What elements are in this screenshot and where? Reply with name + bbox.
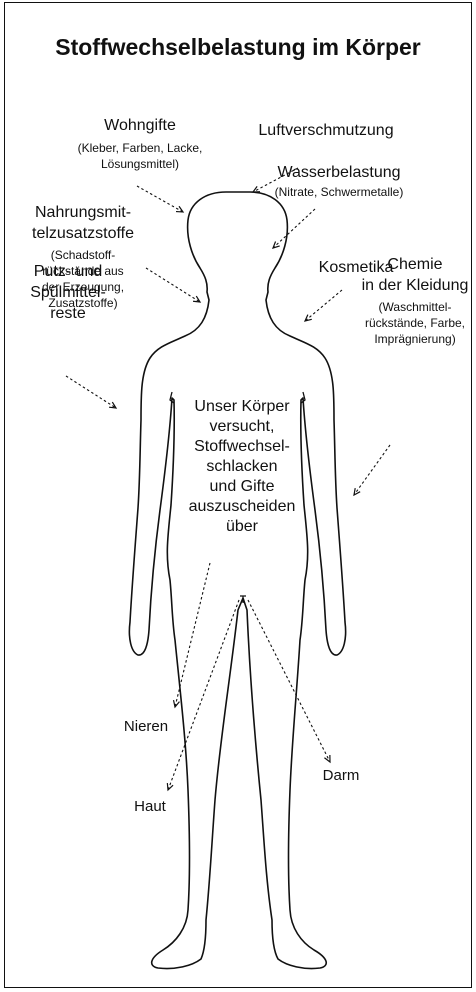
center-text-line: schlacken <box>206 458 277 475</box>
arrow-nahrung <box>146 268 200 302</box>
human-body-outline <box>129 192 345 969</box>
chemie-detail-line: Imprägnierung) <box>374 332 455 346</box>
center-text-line: über <box>226 518 259 535</box>
center-text-line: Unser Körper <box>194 398 290 415</box>
arrow-chemie <box>354 445 390 495</box>
wohngifte-detail-line: Lösungsmittel) <box>101 157 179 171</box>
arrowhead-icon <box>253 186 260 192</box>
arrow-putz <box>66 376 116 408</box>
arrowhead-icon <box>109 402 116 408</box>
center-text-line: versucht, <box>210 418 275 435</box>
nahrung-detail-line: (Schadstoff- <box>51 248 115 262</box>
nahrung-heading-line: Nahrungsmit- <box>35 204 131 221</box>
luft-heading-line: Luftverschmutzung <box>258 122 393 139</box>
center-text-line: auszuscheiden <box>189 498 296 515</box>
label-group: Wohngifte (Kleber, Farben, Lacke, Lösungsm… <box>30 117 468 815</box>
kosmetik-heading-line: Kosmetika <box>319 259 394 276</box>
arrow-wohngifte <box>137 186 183 212</box>
wohngifte-heading-line: Wohngifte <box>104 117 176 134</box>
chemie-heading-line: in der Kleidung <box>362 277 469 294</box>
organ-label-nieren: Nieren <box>124 718 168 735</box>
wohngifte-detail-line: (Kleber, Farben, Lacke, <box>78 141 203 155</box>
chemie-detail-line: rückstände, Farbe, <box>365 316 465 330</box>
wasser-detail-line: (Nitrate, Schwermetalle) <box>275 185 404 199</box>
center-text-line: Stoffwechsel- <box>194 438 290 455</box>
arrowhead-icon <box>193 296 200 302</box>
putz-heading-line: reste <box>50 305 86 322</box>
nahrung-heading-line: telzusatzstoffe <box>32 225 134 242</box>
organ-label-haut: Haut <box>134 798 167 815</box>
arrow-wasser <box>273 209 315 248</box>
chemie-heading-line: Chemie <box>387 256 442 273</box>
chemie-detail-line: (Waschmittel- <box>379 300 452 314</box>
organ-label-darm: Darm <box>323 767 360 784</box>
arrow-darm <box>248 600 330 762</box>
wasser-heading-line: Wasserbelastung <box>277 164 400 181</box>
putz-heading-line: Putz- und <box>34 263 102 280</box>
arrow-kosmetik <box>305 290 342 321</box>
arrowhead-icon <box>273 241 280 248</box>
putz-heading-line: Spülmittel- <box>30 284 106 301</box>
center-text-line: und Gifte <box>210 478 275 495</box>
diagram-title: Stoffwechselbelastung im Körper <box>55 34 421 60</box>
